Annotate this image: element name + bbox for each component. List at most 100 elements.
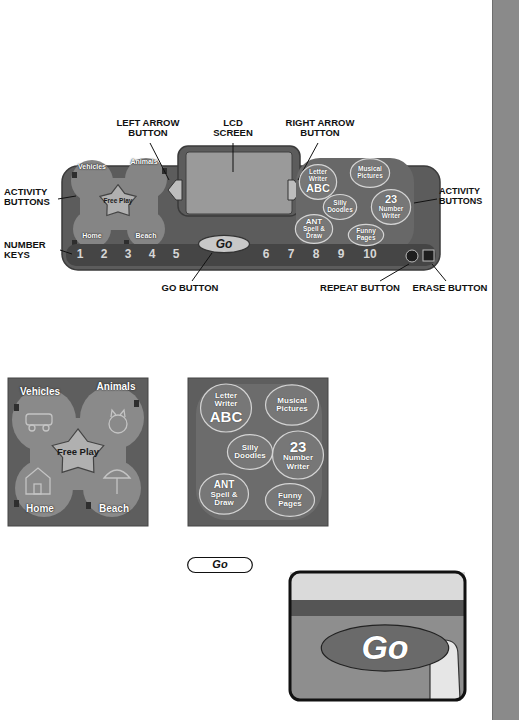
- circle-outline: [323, 195, 356, 220]
- circle-outline: [227, 435, 272, 470]
- console-panel: [62, 146, 440, 270]
- number-key: 7: [282, 248, 300, 261]
- circle-outline: [273, 431, 324, 479]
- button-text: Funny Pages: [268, 492, 312, 509]
- activity-button: Free Play: [99, 184, 137, 218]
- zoom-left-icons: [109, 415, 127, 433]
- zoom-right-ground: [196, 384, 322, 520]
- oval-outline: [321, 625, 448, 671]
- leader-lines: [192, 253, 212, 281]
- zoom-left-icons: [14, 404, 19, 411]
- number-strip: [66, 244, 436, 266]
- number-strip: [66, 244, 436, 266]
- button-text: Go: [361, 630, 408, 666]
- activity-button: 23Number Writer: [371, 189, 411, 225]
- button-text: Spell & Draw: [298, 226, 330, 240]
- button-text: Number Writer: [275, 454, 321, 471]
- circle-outline: [201, 384, 252, 432]
- button-text: ABC: [210, 409, 243, 425]
- circle-outline: [299, 165, 336, 200]
- activity-button: Musical Pictures: [350, 158, 390, 188]
- part-label: LCD SCREEN: [208, 118, 258, 139]
- circle-outline: [295, 215, 332, 244]
- arrow-buttons: [168, 180, 302, 200]
- activity-button: Silly Doodles: [323, 194, 357, 220]
- activity-button: Musical Pictures: [265, 384, 319, 426]
- number-key: 8: [307, 248, 325, 261]
- activity-button: Free Play: [51, 428, 105, 476]
- button-text: Number Writer: [374, 206, 408, 220]
- side-tab: [492, 0, 519, 720]
- zoom-left-icons: [116, 478, 117, 494]
- activity-button: ANTSpell & Draw: [199, 473, 249, 515]
- oval-outline: [199, 235, 250, 252]
- go-finger-photo: [290, 572, 465, 700]
- side-tab: [492, 0, 519, 720]
- part-label: ACTIVITY BUTTONS: [4, 187, 60, 208]
- repeat-erase-buttons: [423, 250, 434, 261]
- button-label: Vehicles: [12, 386, 68, 397]
- circle-outline: [348, 224, 383, 245]
- zoom-left-icons: [111, 410, 125, 417]
- star-outline: [52, 429, 103, 472]
- button-text: Go: [216, 238, 233, 251]
- go-finger-photo: [290, 572, 465, 600]
- number-key: 2: [95, 248, 113, 261]
- leader-lines: [233, 143, 234, 172]
- zoom-left-icons: [43, 425, 49, 431]
- zoom-left-icons: [14, 400, 139, 509]
- button-text: Free Play: [57, 447, 99, 457]
- console-panel: [178, 146, 300, 216]
- button-text: ANT: [214, 480, 235, 491]
- leader-lines: [380, 264, 409, 281]
- zoom-left-icons: [26, 468, 50, 494]
- button-label: Vehicles: [72, 163, 112, 171]
- zoom-left-icons: [104, 470, 130, 478]
- part-label: RIGHT ARROW BUTTON: [281, 118, 359, 139]
- activity-button: Silly Doodles: [227, 434, 273, 470]
- right-activity-cluster: [296, 158, 414, 252]
- zoom-left-icons: [86, 502, 91, 509]
- left-activity-cluster: [80, 178, 158, 230]
- zoom-right-ground: [188, 378, 328, 526]
- button-label: Animals: [124, 158, 164, 166]
- go-finger-photo: [290, 600, 465, 616]
- part-label: REPEAT BUTTON: [312, 283, 408, 293]
- repeat-erase-buttons: [406, 250, 434, 262]
- leader-lines: [58, 196, 76, 199]
- side-tab: [492, 0, 493, 720]
- activity-button: Funny Pages: [265, 483, 315, 517]
- button-label: Beach: [129, 232, 163, 240]
- lcd-screen: [186, 152, 292, 214]
- circle-outline: [200, 474, 249, 514]
- button-text: Spell & Draw: [202, 491, 246, 508]
- pill-outline: [188, 557, 253, 572]
- right-activity-cluster: [296, 158, 414, 252]
- zoom-left-icons: [34, 484, 41, 494]
- button-label: Home: [18, 503, 62, 514]
- zoom-left-icons: [29, 425, 35, 431]
- button-text: Go: [212, 559, 227, 571]
- button-text: Letter Writer: [203, 392, 249, 409]
- number-key: 1: [71, 248, 89, 261]
- zoom-left-ground: [8, 378, 148, 526]
- activity-button: Letter WriterABC: [299, 164, 337, 200]
- leader-lines: [414, 199, 437, 203]
- leader-lines: [58, 143, 446, 281]
- zoom-left-ground: [30, 418, 126, 490]
- activity-button: Letter WriterABC: [200, 383, 252, 433]
- leader-lines: [60, 250, 72, 254]
- part-label: GO BUTTON: [150, 283, 230, 293]
- number-key: 5: [167, 248, 185, 261]
- circle-outline: [350, 159, 389, 188]
- button-label: Beach: [92, 503, 136, 514]
- button-text: Silly Doodles: [230, 444, 270, 461]
- button-text: ABC: [306, 183, 330, 195]
- part-label: LEFT ARROW BUTTON: [111, 118, 185, 139]
- zoom-left-icons: [134, 400, 139, 407]
- button-label: Animals: [89, 381, 143, 392]
- part-label: NUMBER KEYS: [4, 240, 60, 261]
- part-label: ACTIVITY BUTTONS: [439, 187, 491, 207]
